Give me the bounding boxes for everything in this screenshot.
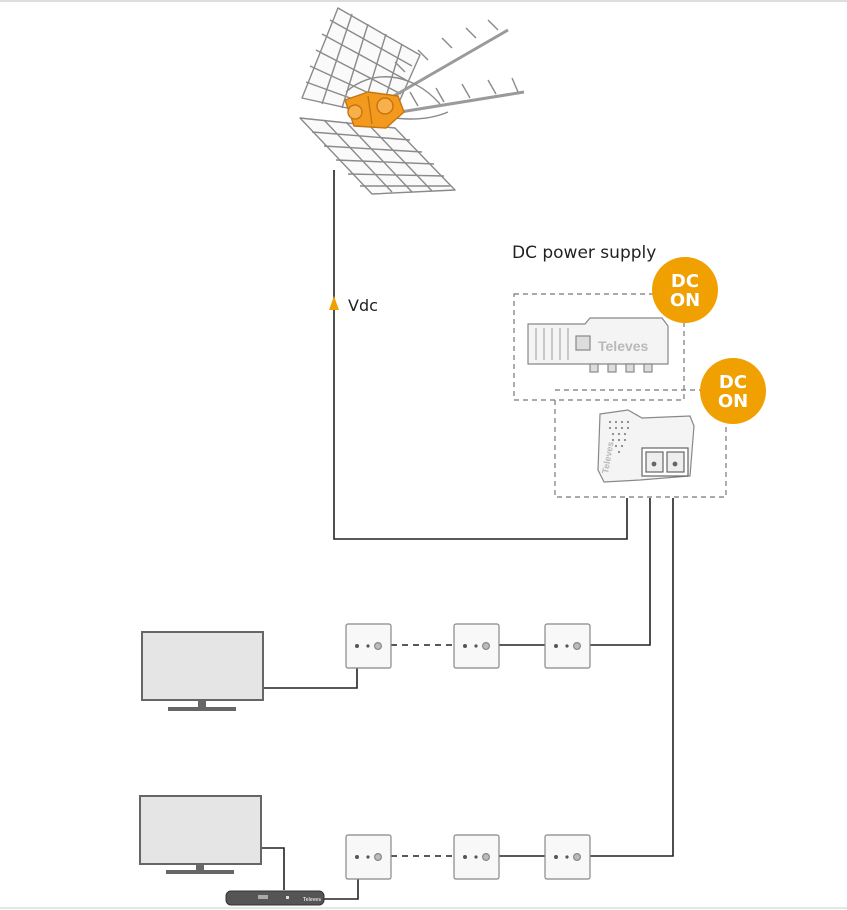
cables	[262, 170, 674, 900]
antenna-upper-reflector	[301, 7, 421, 119]
antenna-lower-reflector	[299, 117, 456, 195]
antenna-cable	[333, 170, 628, 540]
tv-2-icon	[139, 795, 262, 874]
wall-outlet-icon	[544, 834, 591, 880]
dashed-connections	[391, 644, 454, 857]
televes-logo: Televes	[598, 338, 649, 354]
cable-to-row2	[590, 498, 674, 857]
antenna-directors	[379, 19, 525, 116]
badge-1-line1: DC	[671, 271, 699, 292]
dc-on-badge-2: DC ON	[700, 358, 766, 424]
badge-2-line1: DC	[719, 372, 747, 393]
badge-1-line2: ON	[670, 290, 700, 311]
wall-outlet-icon	[453, 623, 500, 669]
dc-power-supply-label: DC power supply	[512, 243, 656, 263]
badge-2-line2: ON	[718, 391, 748, 412]
power-supply-unit-icon	[527, 317, 669, 373]
wall-outlet-icon	[453, 834, 500, 880]
stb-logo: Televes	[303, 897, 321, 903]
wall-power-supply-icon	[597, 409, 695, 483]
cable-outlet-tv1	[263, 650, 358, 689]
wall-outlet-icon	[345, 834, 392, 880]
antenna-icon	[299, 7, 525, 195]
power-supply-2-frame-left	[554, 390, 727, 498]
wall-outlet-icon	[345, 623, 392, 669]
set-top-box-icon	[225, 890, 325, 906]
cable-to-row1	[590, 498, 651, 646]
vdc-label: Vdc	[348, 296, 378, 315]
cable-stb-tv2	[262, 847, 285, 890]
tv-1-icon	[141, 631, 264, 711]
antenna-amplifier-hub	[344, 91, 405, 129]
dc-on-badge-1: DC ON	[652, 257, 718, 323]
power-supply-1-frame	[513, 293, 685, 401]
vdc-arrow-icon	[329, 296, 339, 310]
wall-outlet-icon	[544, 623, 591, 669]
